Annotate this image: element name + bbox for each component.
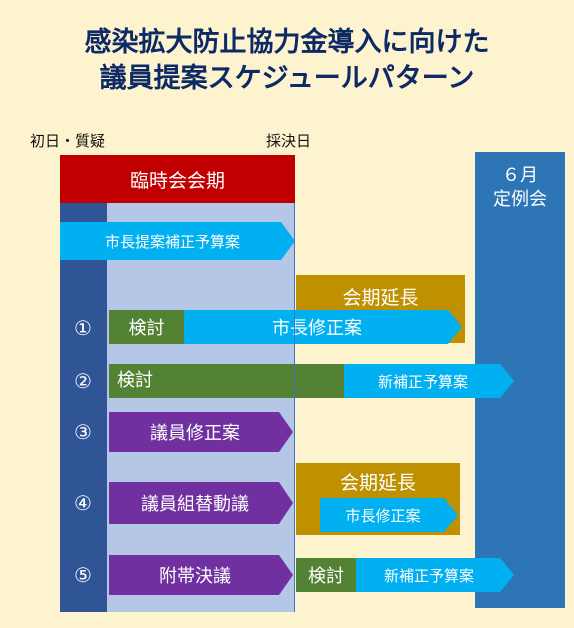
row-1-mayor-amendment-arrow: 市長修正案 bbox=[184, 310, 462, 344]
mayor-supplementary-label: 市長提案補正予算案 bbox=[104, 232, 240, 251]
row-5-review-label: 検討 bbox=[308, 566, 344, 587]
title-line-1: 感染拡大防止協力金導入に向けた bbox=[84, 27, 490, 58]
row-1-review-label: 検討 bbox=[128, 318, 165, 339]
row-3-item-label: 議員修正案 bbox=[150, 423, 240, 444]
session-period-area bbox=[107, 203, 295, 612]
row-5-item-label: 附帯決議 bbox=[159, 566, 231, 587]
june-label: ６月 bbox=[502, 165, 538, 186]
row-1-extension-label: 会期延長 bbox=[342, 287, 419, 309]
row-1-item-label: 市長修正案 bbox=[272, 318, 362, 339]
row-4-extension-label: 会期延長 bbox=[339, 472, 416, 494]
row-4-number: ④ bbox=[74, 491, 92, 515]
row-3-number: ③ bbox=[74, 420, 92, 444]
mayor-supplementary-arrow: 市長提案補正予算案 bbox=[60, 222, 295, 260]
first-day-label: 初日・質疑 bbox=[30, 132, 106, 150]
row-2-item-label: 新補正予算案 bbox=[377, 372, 468, 391]
row-4-item-label: 議員組替動議 bbox=[141, 494, 249, 515]
row-3-member-amendment-arrow: 議員修正案 bbox=[109, 412, 293, 452]
row-1-number: ① bbox=[74, 316, 92, 340]
row-4-recombination-motion-arrow: 議員組替動議 bbox=[109, 482, 293, 524]
vote-day-label: 採決日 bbox=[266, 132, 312, 150]
row-2-review-label: 検討 bbox=[117, 370, 153, 391]
row-1-review-box: 検討 bbox=[109, 310, 184, 344]
regular-session-label: 定例会 bbox=[493, 189, 547, 210]
row-4-mayor-amendment-arrow: 市長修正案 bbox=[320, 498, 458, 532]
row-5-number: ⑤ bbox=[74, 563, 92, 587]
title-line-2: 議員提案スケジュールパターン bbox=[99, 63, 475, 94]
row-4-sub-item-label: 市長修正案 bbox=[345, 506, 421, 525]
session-period-label: 臨時会会期 bbox=[129, 169, 225, 192]
row-2-number: ② bbox=[74, 369, 92, 393]
row-5-new-supplementary-arrow: 新補正予算案 bbox=[356, 558, 514, 592]
row-2-new-supplementary-arrow: 新補正予算案 bbox=[344, 364, 514, 398]
row-5-sub-item-label: 新補正予算案 bbox=[383, 566, 474, 585]
left-session-bar bbox=[60, 203, 107, 612]
vote-day-line bbox=[294, 203, 295, 612]
row-2-review-box: 検討 bbox=[109, 364, 357, 398]
session-period-header: 臨時会会期 bbox=[60, 155, 295, 203]
row-5-review-box: 検討 bbox=[296, 558, 356, 592]
row-5-supplementary-resolution-arrow: 附帯決議 bbox=[109, 555, 293, 595]
